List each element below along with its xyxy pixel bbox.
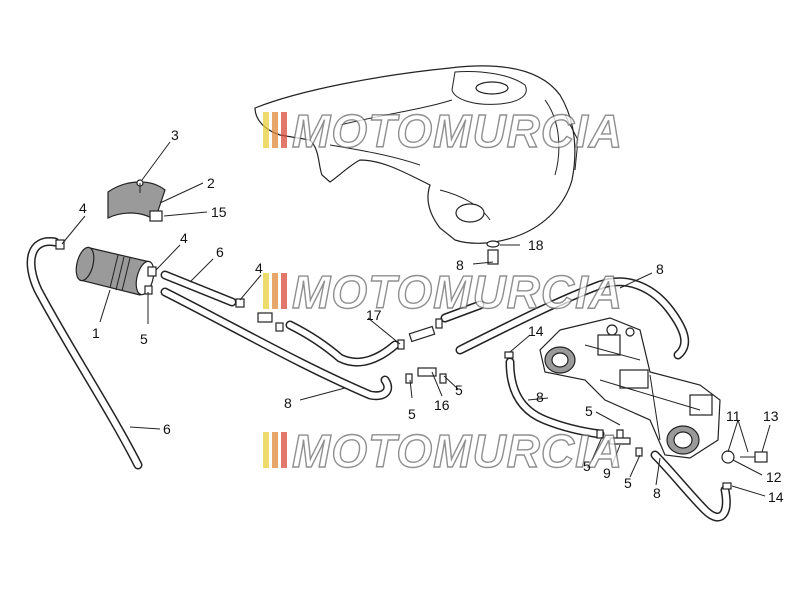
callout-5-left: 5 <box>408 406 416 422</box>
callout-4-right: 4 <box>180 230 188 246</box>
check-valve-upper <box>408 325 436 343</box>
callout-9: 9 <box>603 465 611 481</box>
watermark-text-middle: MOTOMURCIA <box>292 266 623 318</box>
hose-6-upper <box>160 270 237 307</box>
hose-8-lower-right <box>650 450 731 522</box>
callout-5-lower-a: 5 <box>583 458 591 474</box>
callout-8-loop: 8 <box>656 261 664 277</box>
hose-8-long <box>160 287 393 401</box>
callout-14-top: 14 <box>528 323 544 339</box>
carbon-canister <box>75 246 155 296</box>
plug-screw-13 <box>740 451 768 463</box>
callout-8-tank: 8 <box>456 257 464 273</box>
watermark-bottom: MOTOMURCIA <box>263 424 623 478</box>
callout-4-left: 4 <box>79 200 87 216</box>
callout-8-bottom: 8 <box>653 485 661 501</box>
union-fitting-12 <box>721 450 735 464</box>
callout-14-bottom: 14 <box>768 489 784 505</box>
callout-5-tb: 5 <box>585 403 593 419</box>
watermark-top: MOTOMURCIA <box>263 104 623 158</box>
hose-8-short-upper <box>440 300 485 323</box>
callout-8-lower: 8 <box>536 389 544 405</box>
leader-lines <box>61 141 771 497</box>
hose-8-right-loop <box>455 277 690 360</box>
callout-6-upper: 6 <box>216 244 224 260</box>
fitting-small <box>257 312 273 323</box>
callout-16: 16 <box>434 397 450 413</box>
callout-2: 2 <box>207 175 215 191</box>
bracket-screw <box>136 179 144 193</box>
watermark-text-bottom: MOTOMURCIA <box>292 425 623 477</box>
throttle-body-assembly <box>539 317 721 459</box>
callout-11: 11 <box>726 408 741 424</box>
callout-5-lower-b: 5 <box>624 475 632 491</box>
callout-18: 18 <box>528 237 544 253</box>
callout-1: 1 <box>92 325 100 341</box>
watermark-middle: MOTOMURCIA <box>263 265 623 319</box>
callout-6-lower: 6 <box>163 421 171 437</box>
callout-3: 3 <box>171 127 179 143</box>
callout-5-right: 5 <box>455 382 463 398</box>
callout-labels: 3 2 15 4 4 4 6 1 5 6 8 8 18 8 14 17 5 16… <box>79 127 784 505</box>
callout-12: 12 <box>766 469 782 485</box>
callout-15: 15 <box>211 204 227 220</box>
hose-8-lower-left <box>505 357 605 439</box>
watermark-text-top: MOTOMURCIA <box>292 105 623 157</box>
tee-fitting-9 <box>609 429 631 445</box>
fuel-tank <box>254 65 579 244</box>
callout-8-long: 8 <box>284 395 292 411</box>
check-valve-16 <box>417 367 437 377</box>
hose-6-vertical <box>26 237 143 470</box>
speed-nut <box>149 210 163 222</box>
callout-5-canister: 5 <box>140 331 148 347</box>
callout-4-mid: 4 <box>255 260 263 276</box>
tank-fitting-18 <box>486 240 500 265</box>
callout-17: 17 <box>366 307 382 323</box>
hose-8-mid <box>285 320 400 367</box>
callout-13: 13 <box>763 408 779 424</box>
